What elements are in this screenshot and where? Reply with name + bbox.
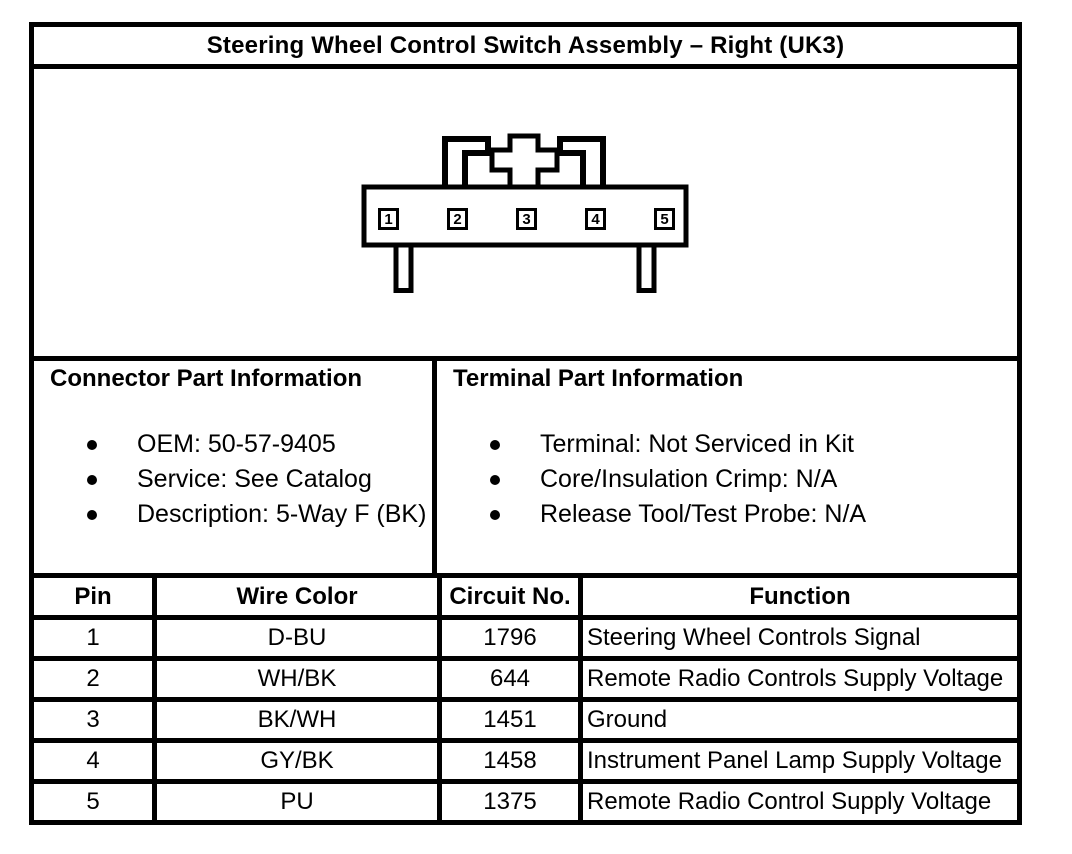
circuit-cell: 1796 [442, 620, 578, 656]
bullet-icon [490, 474, 500, 485]
list-item: Description: 5-Way F (BK) [50, 497, 432, 532]
wire-color-cell: PU [157, 784, 437, 820]
pin-cell: 2 [34, 661, 152, 697]
column-header-function: Function [583, 578, 1017, 615]
pin-cell: 1 [34, 620, 152, 656]
table-row: 3 BK/WH 1451 Ground [34, 702, 1017, 738]
list-item-text: Service: See Catalog [137, 465, 372, 493]
list-item: OEM: 50-57-9405 [50, 427, 432, 462]
list-item-text: Release Tool/Test Probe: N/A [540, 500, 867, 528]
connector-part-information-panel: Connector Part Information OEM: 50-57-94… [34, 361, 432, 573]
list-item: Service: See Catalog [50, 462, 432, 497]
column-header-pin: Pin [34, 578, 152, 615]
list-item-text: Core/Insulation Crimp: N/A [540, 465, 838, 493]
connector-spec-sheet: Steering Wheel Control Switch Assembly –… [29, 22, 1022, 825]
bullet-icon [87, 474, 97, 485]
terminal-part-information-list: Terminal: Not Serviced in Kit Core/Insul… [453, 427, 1017, 532]
function-cell: Remote Radio Control Supply Voltage [583, 784, 1017, 820]
pin-number: 4 [591, 210, 600, 228]
table-row: 5 PU 1375 Remote Radio Control Supply Vo… [34, 784, 1017, 820]
function-cell: Instrument Panel Lamp Supply Voltage [583, 743, 1017, 779]
wire-color-cell: BK/WH [157, 702, 437, 738]
bullet-icon [87, 509, 97, 520]
list-item-text: Terminal: Not Serviced in Kit [540, 430, 855, 458]
list-item-text: Description: 5-Way F (BK) [137, 500, 427, 528]
circuit-cell: 1375 [442, 784, 578, 820]
function-cell: Remote Radio Controls Supply Voltage [583, 661, 1017, 697]
connector-part-information-list: OEM: 50-57-9405 Service: See Catalog Des… [50, 427, 432, 532]
column-header-circuit-no: Circuit No. [442, 578, 578, 615]
circuit-cell: 1451 [442, 702, 578, 738]
function-cell: Ground [583, 702, 1017, 738]
list-item-text: OEM: 50-57-9405 [137, 430, 336, 458]
connector-diagram: 1 2 3 4 5 [34, 69, 1017, 356]
pin-number: 3 [522, 210, 531, 228]
terminal-part-information-heading: Terminal Part Information [453, 365, 744, 392]
pin-label-box-3: 3 [516, 208, 537, 230]
circuit-cell: 1458 [442, 743, 578, 779]
pin-label-box-1: 1 [378, 208, 399, 230]
lock-tab-cross [489, 133, 560, 192]
pin-label-box-4: 4 [585, 208, 606, 230]
pin-table-header-row: Pin Wire Color Circuit No. Function [34, 578, 1017, 615]
pin-cell: 5 [34, 784, 152, 820]
connector-leg-left [393, 245, 414, 293]
bullet-icon [490, 509, 500, 520]
connector-part-information-heading: Connector Part Information [50, 365, 363, 392]
pin-cell: 4 [34, 743, 152, 779]
pin-number: 2 [453, 210, 462, 228]
page-title: Steering Wheel Control Switch Assembly –… [34, 27, 1017, 64]
pin-number: 1 [384, 210, 393, 228]
column-header-wire-color: Wire Color [157, 578, 437, 615]
list-item: Core/Insulation Crimp: N/A [453, 462, 1017, 497]
bullet-icon [87, 439, 97, 450]
connector-leg-right [636, 245, 657, 293]
pin-number: 5 [660, 210, 669, 228]
pin-label-box-5: 5 [654, 208, 675, 230]
table-row: 1 D-BU 1796 Steering Wheel Controls Sign… [34, 620, 1017, 656]
wire-color-cell: GY/BK [157, 743, 437, 779]
table-row: 2 WH/BK 644 Remote Radio Controls Supply… [34, 661, 1017, 697]
circuit-cell: 644 [442, 661, 578, 697]
pin-cell: 3 [34, 702, 152, 738]
bullet-icon [490, 439, 500, 450]
table-row: 4 GY/BK 1458 Instrument Panel Lamp Suppl… [34, 743, 1017, 779]
part-information-section: Connector Part Information OEM: 50-57-94… [34, 361, 1017, 573]
latch-left-hook [442, 136, 491, 187]
pin-label-box-2: 2 [447, 208, 468, 230]
function-cell: Steering Wheel Controls Signal [583, 620, 1017, 656]
latch-right-hook [557, 136, 606, 187]
list-item: Terminal: Not Serviced in Kit [453, 427, 1017, 462]
wire-color-cell: WH/BK [157, 661, 437, 697]
list-item: Release Tool/Test Probe: N/A [453, 497, 1017, 532]
terminal-part-information-panel: Terminal Part Information Terminal: Not … [437, 361, 1017, 573]
wire-color-cell: D-BU [157, 620, 437, 656]
